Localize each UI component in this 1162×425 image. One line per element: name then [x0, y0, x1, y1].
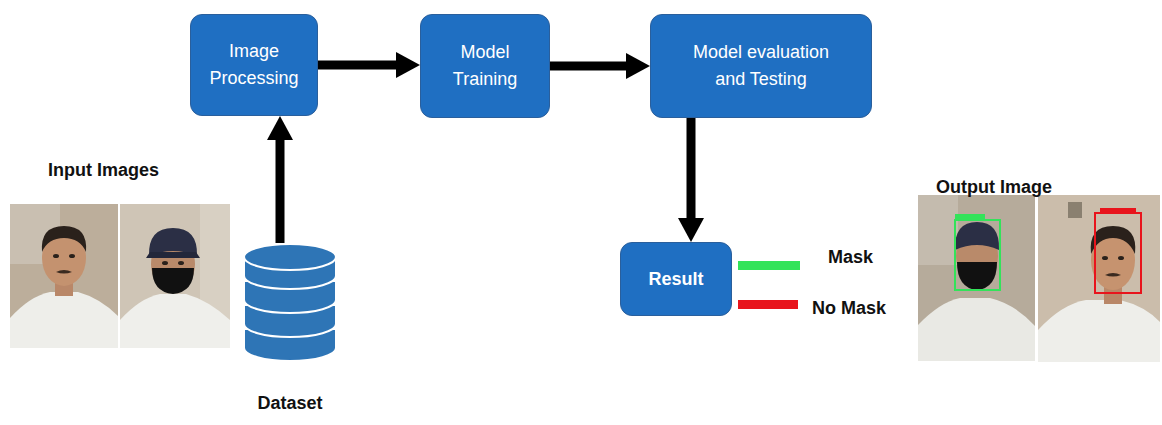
figure-label: Input Images	[48, 160, 159, 181]
output-photo	[918, 195, 1035, 361]
flow-arrow	[687, 118, 696, 218]
input-photo-shape	[149, 228, 197, 256]
output-photo-shape	[955, 220, 1000, 290]
cylinder-top	[244, 244, 336, 270]
input-photo-shape	[10, 204, 118, 348]
input-photo-shape	[120, 294, 230, 348]
output-photo-shape	[957, 262, 997, 290]
input-photo-shape	[152, 268, 194, 294]
output-photo-shape	[1100, 208, 1136, 213]
input-photo-shape	[56, 270, 72, 274]
database-cylinder: Dataset	[242, 243, 338, 419]
flow-arrow	[276, 140, 285, 243]
output-photo-shape	[955, 214, 985, 220]
input-photo-shape	[120, 204, 230, 348]
input-photo-shape	[69, 254, 75, 258]
flow-arrow	[318, 61, 396, 70]
cylinder-shape	[242, 243, 338, 367]
output-photo-shape	[1068, 202, 1082, 218]
result-box: Result	[620, 242, 732, 316]
output-photo-shape	[1095, 213, 1141, 293]
output-photo-shape	[1102, 256, 1108, 260]
input-photo-shape	[53, 254, 59, 258]
node-text: Model Training	[421, 39, 549, 93]
output-photo-shape	[1038, 195, 1160, 362]
legend-swatch	[738, 261, 800, 270]
node-text: Result	[634, 266, 717, 293]
input-photo	[120, 204, 230, 348]
figure-label: Output Image	[936, 177, 1052, 198]
output-photo-shape	[918, 195, 958, 265]
output-photo-shape	[1091, 226, 1136, 254]
legend-text: No Mask	[812, 298, 886, 319]
output-photo-shape	[1118, 256, 1124, 260]
input-photo-shape	[178, 261, 184, 265]
node-text: Image Processing	[191, 38, 317, 92]
node-text: Dataset	[222, 393, 358, 414]
output-photo	[1038, 195, 1160, 362]
node-text: Model evaluation and Testing	[651, 39, 871, 93]
output-photo-shape	[918, 195, 1035, 361]
flow-arrow	[550, 62, 626, 71]
input-photo	[10, 204, 118, 348]
legend-text: Mask	[828, 247, 873, 268]
output-photo-shape	[918, 298, 1035, 361]
input-photo-shape	[146, 252, 200, 258]
output-photo-shape	[1105, 273, 1121, 277]
legend-swatch	[738, 300, 798, 309]
output-photo-shape	[1038, 300, 1160, 362]
process-box: Model evaluation and Testing	[650, 14, 872, 118]
process-box: Image Processing	[190, 14, 318, 116]
input-photo-shape	[10, 292, 118, 348]
input-photo-shape	[42, 226, 86, 252]
input-photo-shape	[162, 261, 168, 265]
output-photo-shape	[955, 222, 999, 250]
process-box: Model Training	[420, 14, 550, 118]
